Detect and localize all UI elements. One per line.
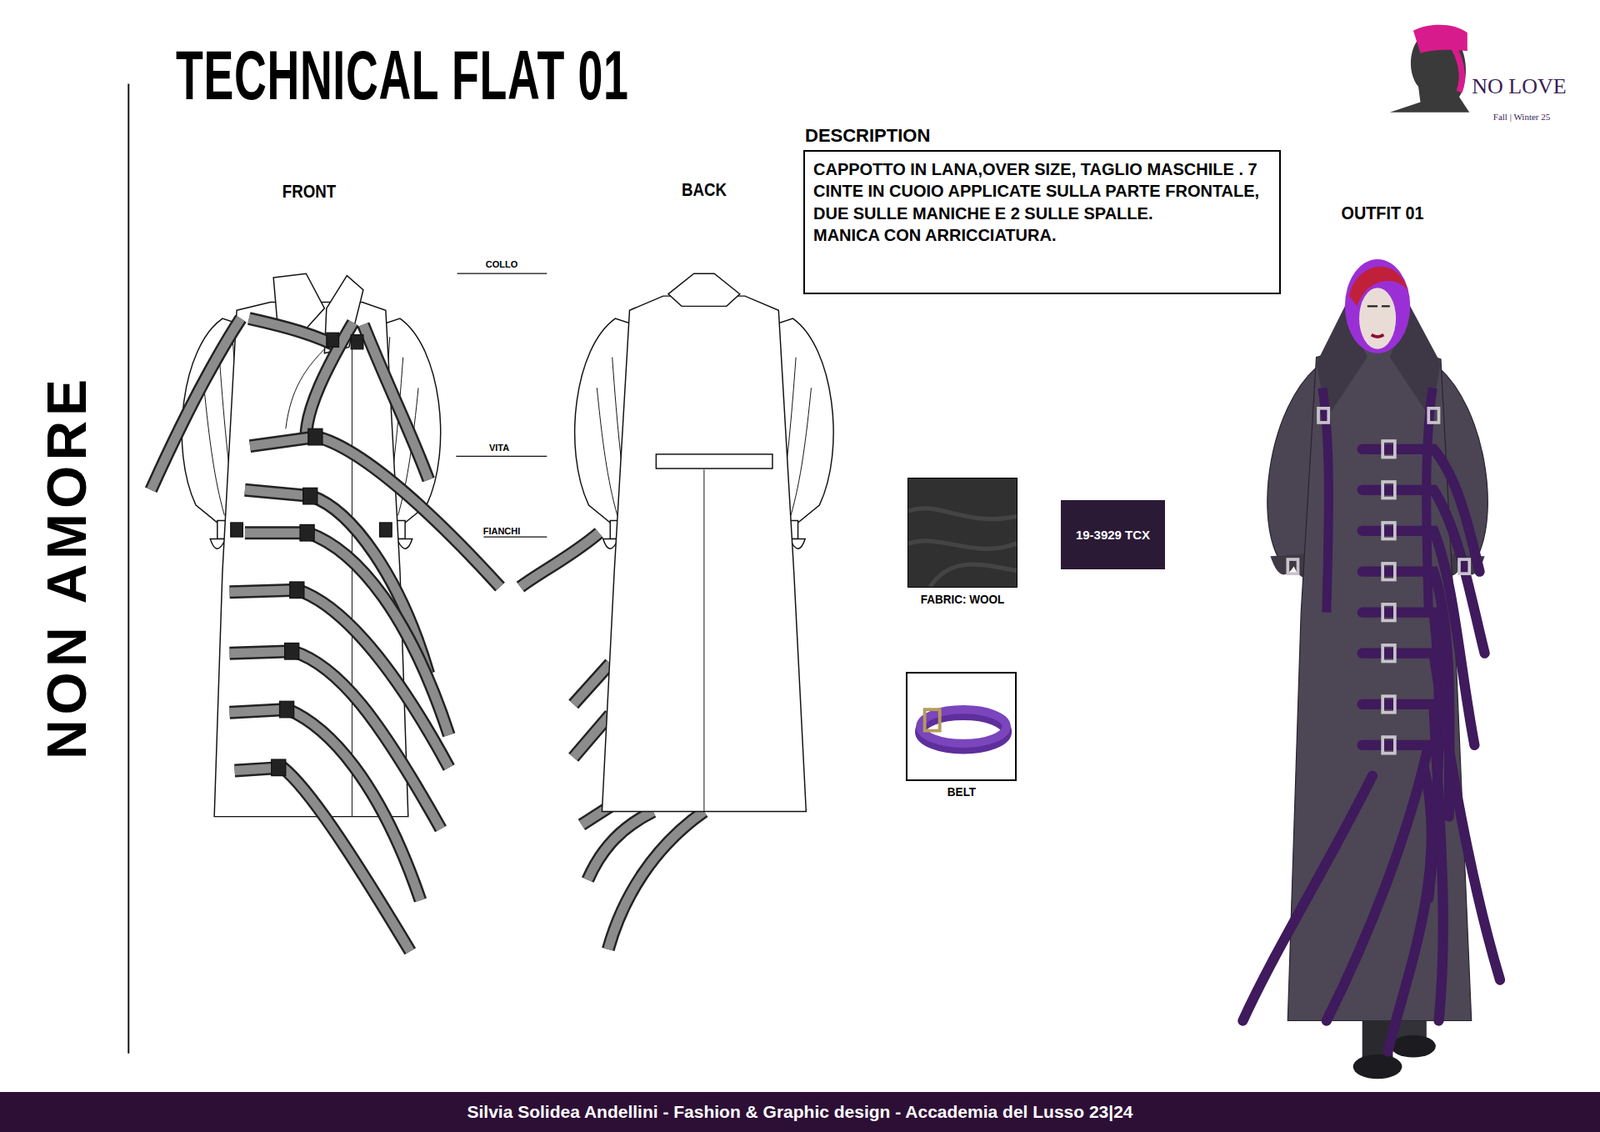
view-label: FRONT <box>282 180 336 203</box>
description-text: MANICA CON ARRICCIATURA. <box>813 224 1271 246</box>
belt-swatch: BELT <box>905 671 1017 781</box>
description-box: DESCRIPTIONCAPPOTTO IN LANA,OVER SIZE, T… <box>803 150 1281 295</box>
measure-point: FIANCHI <box>483 525 521 536</box>
description-text: CAPPOTTO IN LANA,OVER SIZE, TAGLIO MASCH… <box>813 158 1271 225</box>
fabric-swatch: FABRIC: WOOL <box>907 477 1018 588</box>
measure-point: VITA <box>489 442 510 453</box>
sheet-title: TECHNICAL FLAT 01 <box>175 35 630 116</box>
swatch-label: FABRIC: WOOL <box>920 591 1005 606</box>
page-frame <box>128 83 547 1053</box>
front-flat <box>150 273 500 951</box>
color-swatch: 19-3929 TCX <box>1060 500 1165 570</box>
season-label: Fall | Winter 25 <box>1493 111 1550 122</box>
back-flat <box>520 273 834 950</box>
footer-band: Silvia Solidea Andellini - Fashion & Gra… <box>0 1091 1600 1132</box>
fabric-sample <box>908 478 1017 587</box>
section-heading: DESCRIPTION <box>805 125 930 147</box>
collection-name: NON AMORE <box>35 374 99 760</box>
brand-name: NO LOVE <box>1471 74 1566 100</box>
outfit-label: OUTFIT 01 <box>1340 202 1424 225</box>
brand-logo <box>1390 25 1470 113</box>
measure-point: COLLO <box>485 259 519 270</box>
pantone-code: 19-3929 TCX <box>1075 527 1150 542</box>
outfit-figure <box>1242 259 1500 1079</box>
view-label: BACK <box>681 179 727 201</box>
credit-line: Silvia Solidea Andellini - Fashion & Gra… <box>466 1101 1133 1122</box>
swatch-label: BELT <box>946 784 975 799</box>
belt-sample <box>907 673 1015 780</box>
